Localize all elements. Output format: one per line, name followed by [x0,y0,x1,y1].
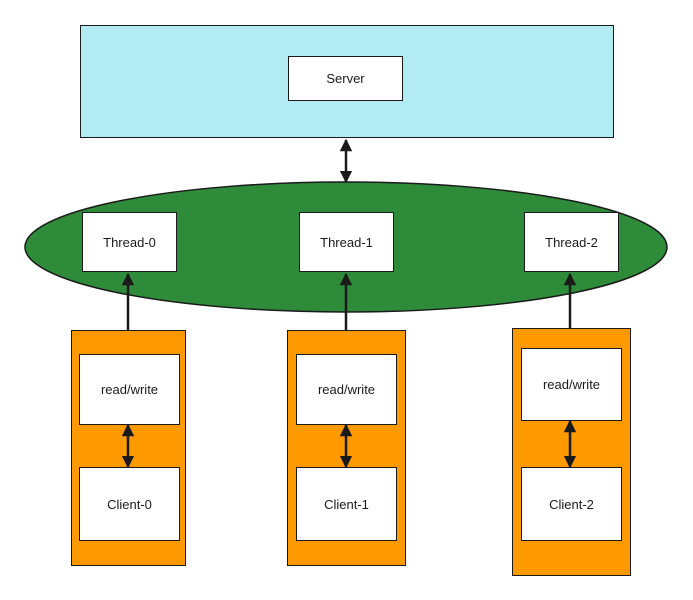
server-box: Server [288,56,403,101]
thread-box-2: Thread-2 [524,212,619,272]
thread-box-1: Thread-1 [299,212,394,272]
client-box-1: Client-1 [296,467,397,541]
client-box-2: Client-2 [521,467,622,541]
client-box-0: Client-0 [79,467,180,541]
rw-box-1: read/write [296,354,397,425]
thread-box-0: Thread-0 [82,212,177,272]
